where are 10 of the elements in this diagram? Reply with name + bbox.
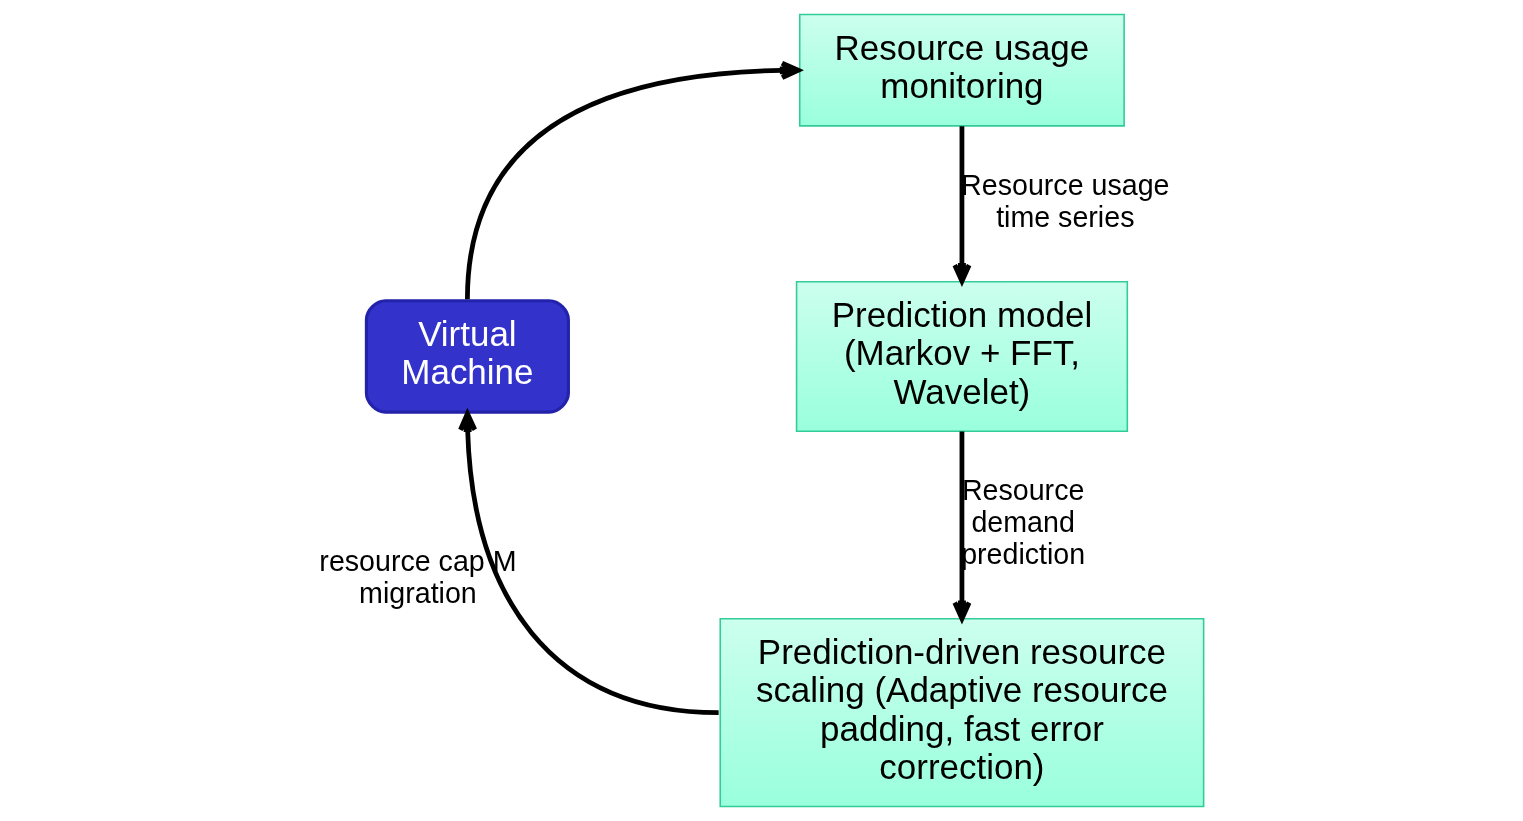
edge-label: resource cap M migration (319, 545, 517, 610)
node-box: Prediction-driven resource scaling (Adaptive resource padding, fast error correction) (719, 618, 1205, 808)
arrow (952, 126, 972, 284)
edge-label: Resource usage time series (961, 168, 1170, 233)
edge-label: Resource demand prediction (961, 474, 1086, 570)
arrow (952, 431, 972, 622)
arrow (465, 60, 801, 300)
node-box: Prediction model (Markov + FFT, Wavelet) (795, 280, 1129, 432)
node-box: Virtual Machine (364, 299, 570, 414)
node-box: Resource usage monitoring (798, 13, 1125, 127)
